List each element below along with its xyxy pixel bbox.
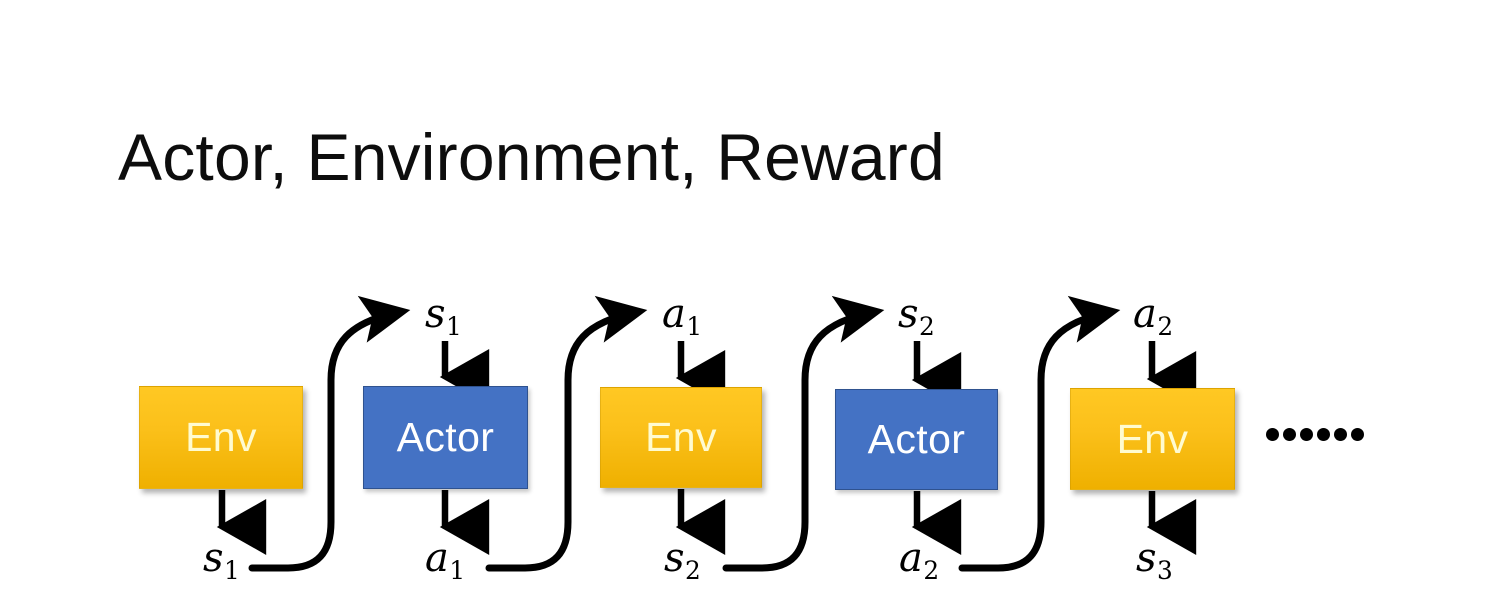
node-box-actor-1: Actor	[363, 386, 528, 489]
down-arrows-out-of-boxes	[216, 489, 1197, 555]
node-box-label: Env	[1116, 415, 1189, 462]
math-label-top-2: a1	[662, 294, 702, 340]
node-box-label: Actor	[396, 414, 495, 460]
math-base: a	[899, 535, 923, 581]
math-base: s	[203, 535, 224, 581]
math-subscript: 2	[923, 555, 940, 585]
math-base: a	[425, 535, 449, 581]
math-base: a	[662, 291, 686, 337]
ellipsis-dot	[1317, 428, 1330, 441]
math-label-top-1: s1	[425, 294, 462, 340]
ellipsis-dot	[1283, 428, 1296, 441]
math-label-bot-1: s1	[203, 538, 240, 584]
math-subscript: 1	[686, 311, 703, 341]
ellipsis-dot	[1351, 428, 1364, 441]
math-subscript: 2	[1157, 311, 1174, 341]
math-base: a	[1133, 291, 1157, 337]
math-base: s	[898, 291, 919, 337]
node-box-env-1: Env	[139, 386, 303, 489]
ellipsis-dot	[1266, 428, 1279, 441]
ellipsis-dot	[1300, 428, 1313, 441]
node-box-label: Actor	[867, 416, 966, 462]
node-box-env-3: Env	[1070, 388, 1235, 490]
node-box-actor-2: Actor	[835, 389, 998, 490]
node-box-env-2: Env	[600, 387, 762, 488]
math-base: s	[664, 535, 685, 581]
down-arrows-into-boxes	[439, 341, 1197, 408]
node-box-label: Env	[185, 414, 257, 460]
math-subscript: 2	[919, 311, 935, 341]
math-subscript: 3	[1157, 555, 1173, 585]
math-subscript: 1	[224, 555, 240, 585]
math-label-top-4: a2	[1133, 294, 1173, 340]
math-base: s	[1136, 535, 1157, 581]
page-title: Actor, Environment, Reward	[118, 120, 945, 194]
math-label-bot-3: s2	[664, 538, 701, 584]
ellipsis-icon	[1266, 428, 1364, 441]
math-label-bot-2: a1	[425, 538, 465, 584]
math-label-bot-4: a2	[899, 538, 939, 584]
math-label-top-3: s2	[898, 294, 935, 340]
node-box-label: Env	[645, 414, 717, 460]
math-subscript: 1	[449, 555, 466, 585]
math-subscript: 1	[446, 311, 462, 341]
math-base: s	[425, 291, 446, 337]
math-label-bot-5: s3	[1136, 538, 1173, 584]
math-subscript: 2	[685, 555, 701, 585]
ellipsis-dot	[1334, 428, 1347, 441]
